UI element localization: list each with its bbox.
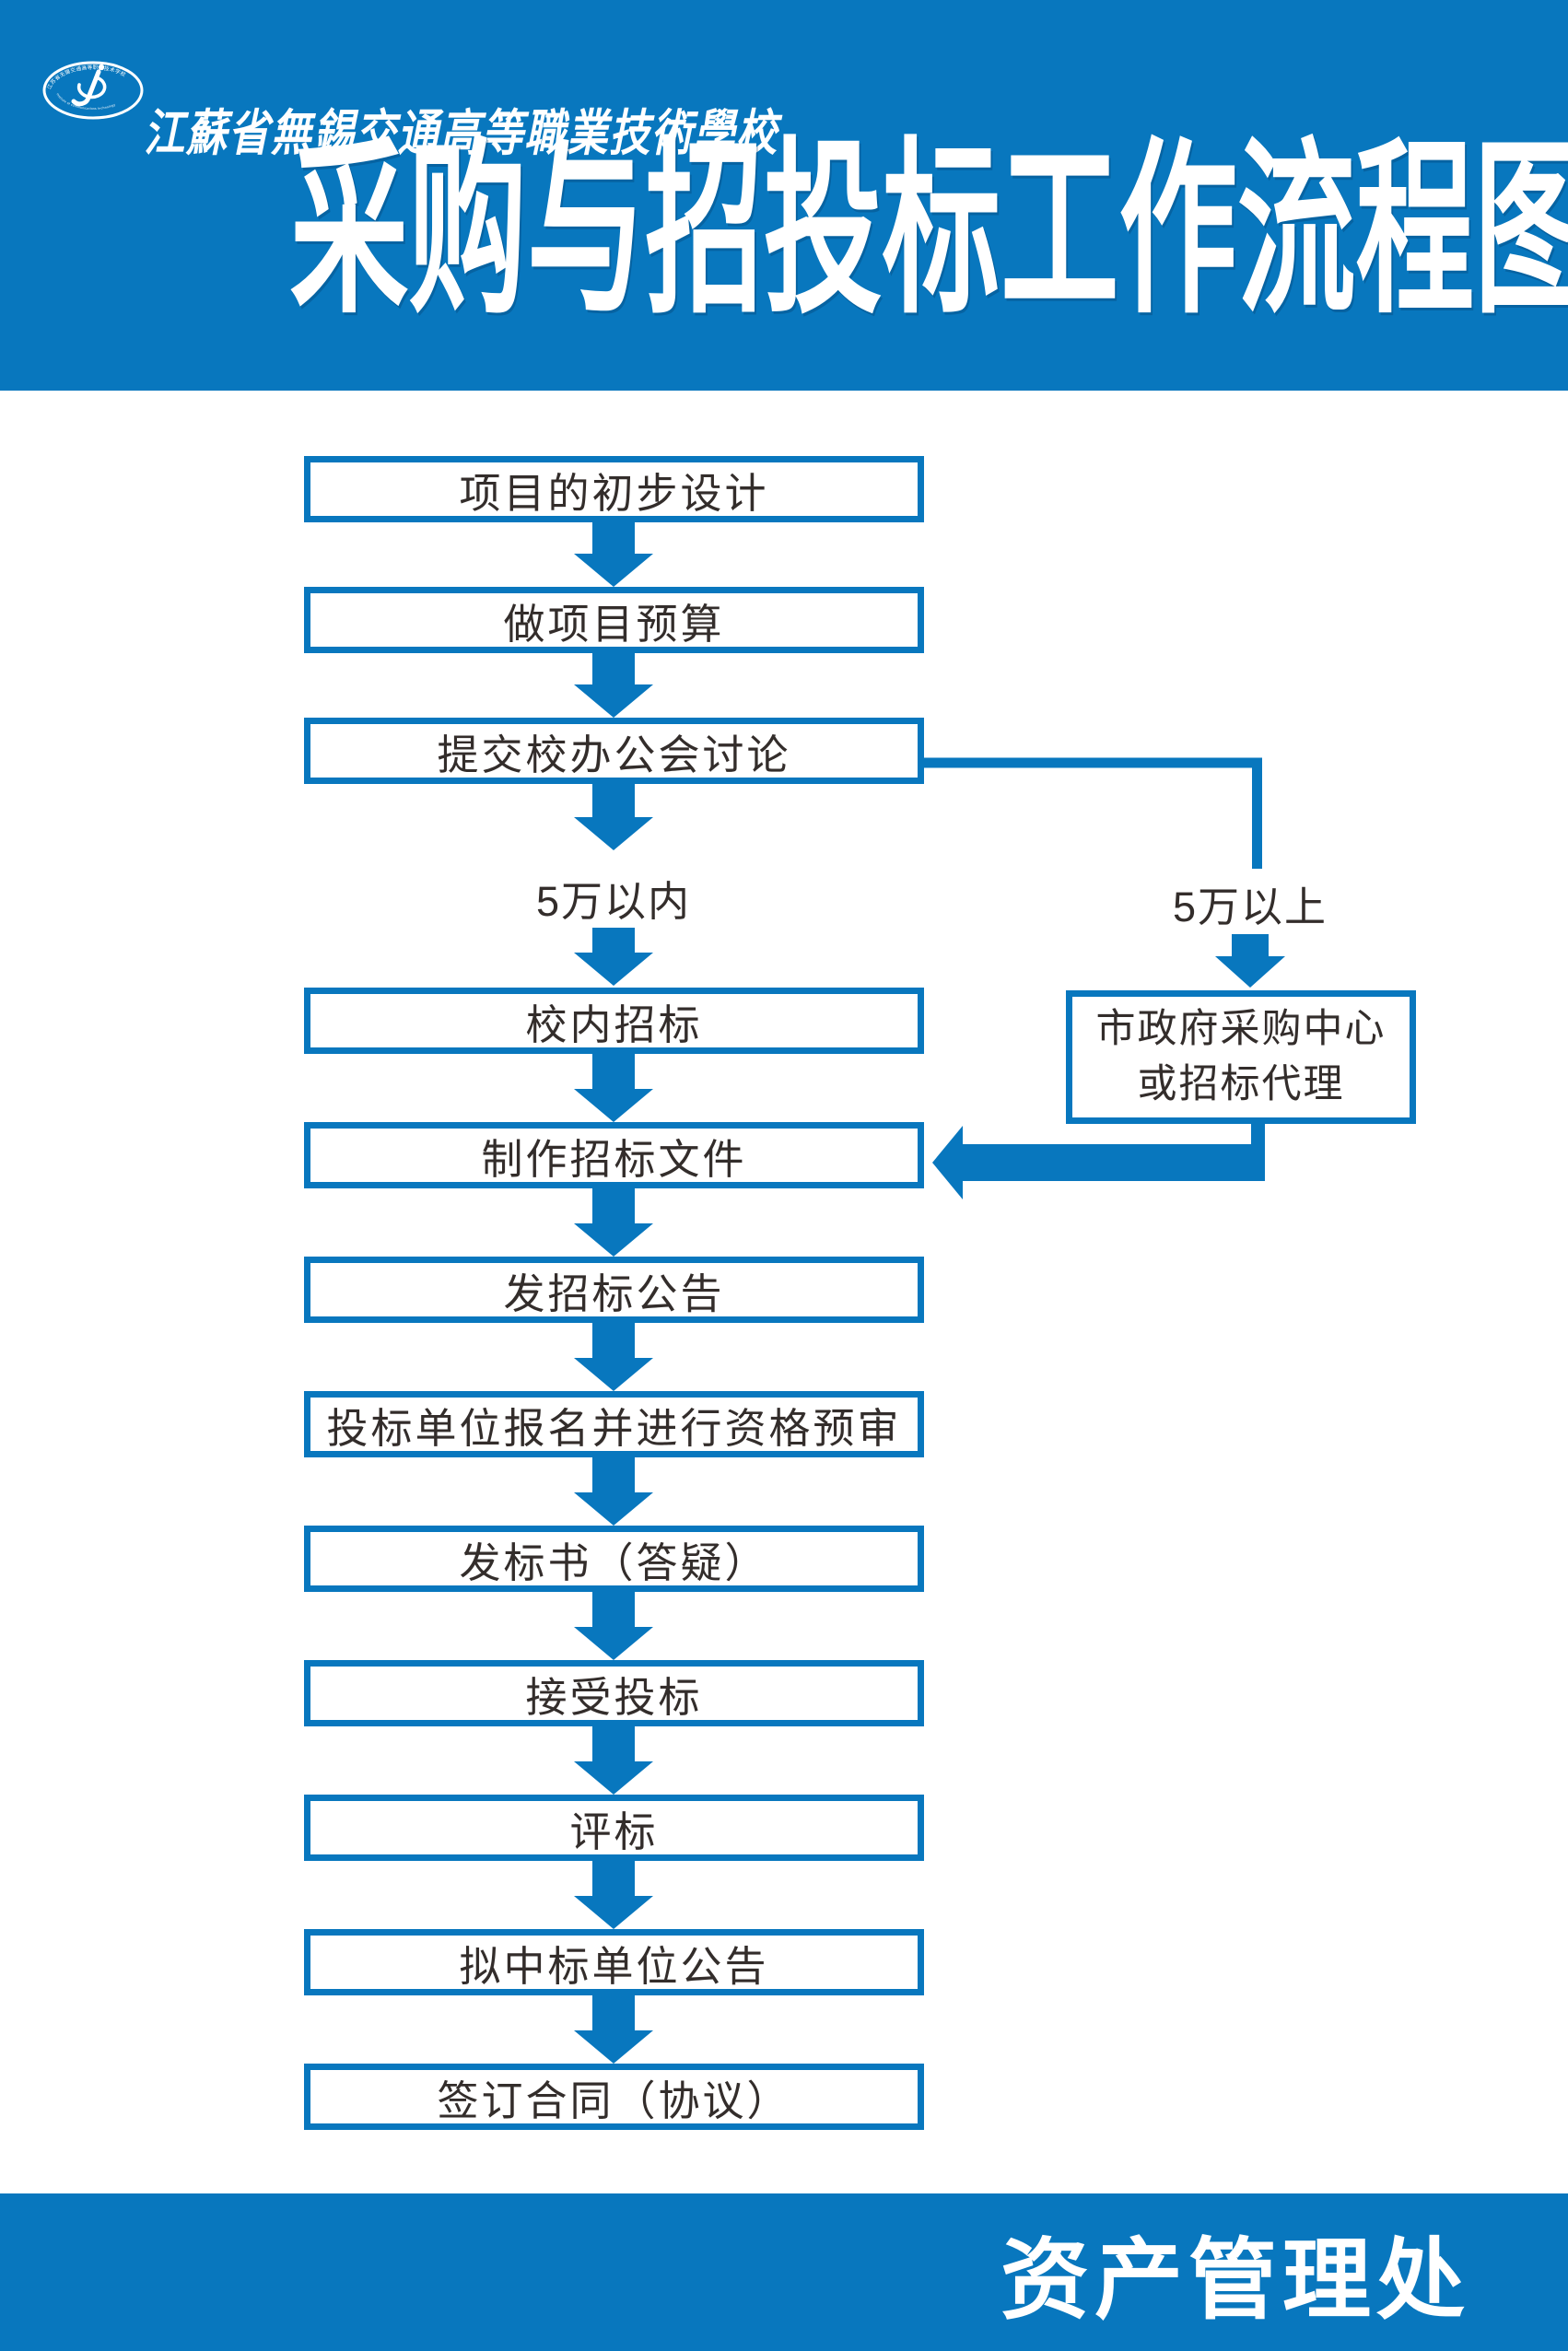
side-box-line1: 市政府采购中心 <box>1095 1007 1387 1052</box>
branch-label-over-50k: 5万以上 <box>1172 883 1328 930</box>
page-title: 采购与招投标工作流程图 <box>289 128 1568 336</box>
flow-step-campus-bidding: 校内招标 <box>304 988 924 1054</box>
arrow-down-step3-label-left <box>574 784 653 850</box>
flow-step-prequalification: 投标单位报名并进行资格预审 <box>304 1391 924 1457</box>
branch-label-under-50k: 5万以内 <box>535 878 692 925</box>
arrow-down-step4-step5 <box>574 1054 653 1122</box>
arrow-down-step9-step10 <box>574 1726 653 1795</box>
flow-step-bid-announcement: 发招标公告 <box>304 1257 924 1323</box>
logo-emblem <box>71 64 107 107</box>
school-name: 江蘇省無錫交通高等職業技術學校 <box>144 106 778 161</box>
arrow-down-step5-step6 <box>574 1188 653 1257</box>
arrow-down-step11-step12 <box>574 1995 653 2064</box>
footer-band: 资产管理处 <box>0 2193 1568 2351</box>
flow-step-preliminary-design: 项目的初步设计 <box>304 456 924 522</box>
flow-step-accept-bids: 接受投标 <box>304 1660 924 1726</box>
connector-step3-to-label-right <box>924 757 1262 869</box>
logo-ring <box>42 61 144 120</box>
arrow-down-step2-step3 <box>574 653 653 718</box>
flow-step-bid-evaluation: 评标 <box>304 1795 924 1861</box>
arrow-down-step1-step2 <box>574 522 653 587</box>
arrow-down-label-left-step4 <box>574 928 653 986</box>
flow-step-bid-documents: 制作招标文件 <box>304 1122 924 1188</box>
arrow-down-label-right-sidebox <box>1215 934 1285 988</box>
footer-department: 资产管理处 <box>1000 2231 1470 2330</box>
arrow-left-sidebox-step5 <box>932 1124 1265 1199</box>
side-box-line2: 或招标代理 <box>1137 1061 1345 1106</box>
school-logo: 江苏省无锡交通高等职业技术学校 institute of communicati… <box>42 61 144 120</box>
flow-step-issue-tender: 发标书（答疑） <box>304 1526 924 1592</box>
flow-step-project-budget: 做项目预算 <box>304 587 924 653</box>
arrow-down-step8-step9 <box>574 1592 653 1660</box>
arrow-down-step10-step11 <box>574 1861 653 1929</box>
arrow-down-step6-step7 <box>574 1323 653 1391</box>
arrow-down-step7-step8 <box>574 1457 653 1526</box>
flow-step-office-meeting: 提交校办公会讨论 <box>304 718 924 784</box>
flow-step-winner-announcement: 拟中标单位公告 <box>304 1929 924 1995</box>
flow-step-sign-contract: 签订合同（协议） <box>304 2064 924 2130</box>
flow-step-gov-procurement-center: 市政府采购中心 或招标代理 <box>1066 990 1416 1124</box>
logo-ring-text-top: 江苏省无锡交通高等职业技术学校 <box>46 64 127 90</box>
header-band: 江苏省无锡交通高等职业技术学校 institute of communicati… <box>0 0 1568 391</box>
